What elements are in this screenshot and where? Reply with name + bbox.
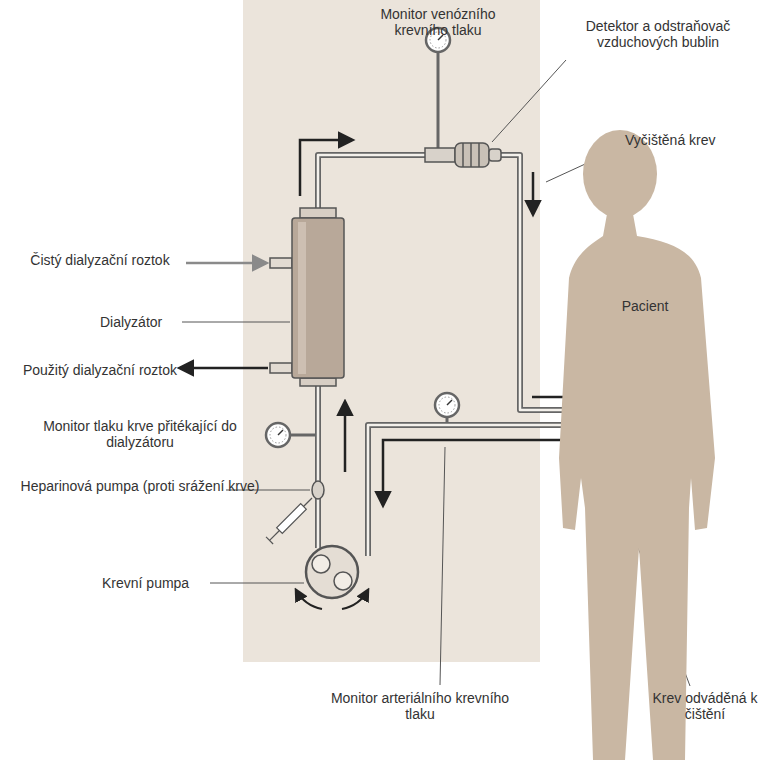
blood-tubes-inner	[318, 155, 592, 556]
part-label: Krevní pumpa	[102, 575, 210, 591]
part-label: Čistý dialyzační roztok	[20, 252, 180, 268]
machine-panel	[243, 0, 540, 662]
part-label: Použitý dialyzační roztok	[20, 362, 180, 378]
blood-tubes	[318, 155, 592, 556]
node-label: Pacient	[622, 298, 669, 314]
part-label: Monitor venózního krevního tlaku	[368, 6, 508, 38]
flow-arrows	[300, 140, 578, 505]
pressure-gauges	[266, 28, 459, 447]
part-label: Heparinová pumpa (proti srážení krve)	[20, 478, 260, 494]
part-label: Detektor a odstraňovač vzduchových bubli…	[568, 18, 748, 50]
patient-body	[559, 214, 715, 760]
part-label: Monitor tlaku krve přitékající do dialyz…	[20, 418, 260, 450]
solution-in-arrow	[186, 262, 266, 265]
patient-silhouette	[545, 128, 760, 760]
bubble-detector	[425, 143, 501, 167]
part-label: Krev odváděná k čištění	[650, 690, 760, 722]
dialyzer	[270, 208, 344, 386]
patient-figure: Pacient	[545, 128, 760, 760]
part-label: Monitor arteriálního krevního tlaku	[320, 690, 520, 722]
solution-out-arrow	[180, 367, 268, 370]
gauge-stems	[290, 52, 447, 435]
part-label: Dialyzátor	[100, 314, 180, 330]
part-label: Vyčištěná krev	[625, 132, 755, 148]
blood-pump	[296, 546, 368, 609]
